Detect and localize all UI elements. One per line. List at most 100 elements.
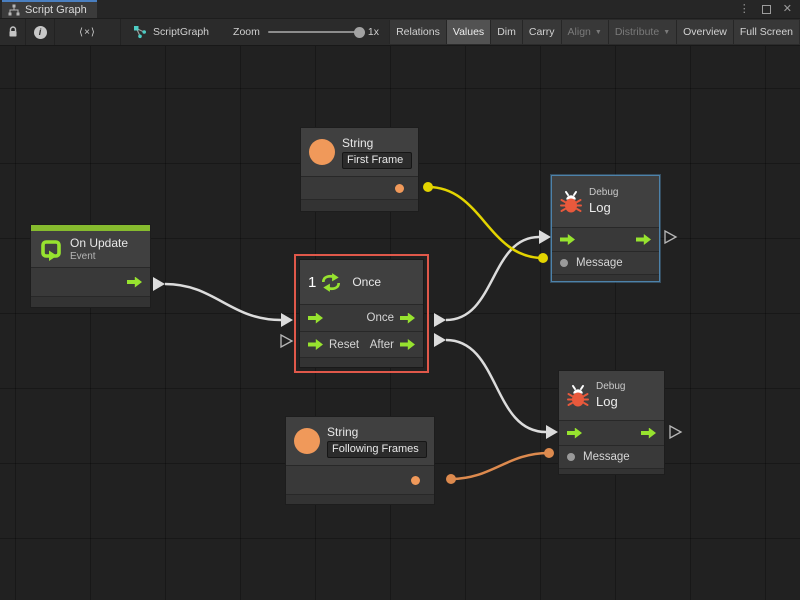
- once-output-port[interactable]: [400, 312, 415, 324]
- value-endpoint-dot[interactable]: [544, 448, 554, 458]
- node-header: On Update Event: [31, 231, 150, 268]
- flow-input-port[interactable]: [560, 234, 575, 245]
- node-header: Debug Log: [552, 176, 659, 228]
- hierarchy-icon: [8, 4, 20, 16]
- wire-onupdate-to-once[interactable]: [164, 282, 282, 322]
- close-icon[interactable]: ✕: [782, 2, 792, 15]
- code-preview-button[interactable]: ⟨×⟩: [55, 19, 121, 45]
- port-label: After: [369, 338, 394, 351]
- node-category: Debug: [596, 381, 626, 393]
- zoom-label: Zoom: [233, 26, 260, 38]
- window-menu-icon[interactable]: ⋮: [738, 2, 750, 15]
- flow-output-port[interactable]: [636, 234, 651, 245]
- window-controls: ⋮ ✕: [739, 0, 800, 18]
- reset-port-triangle[interactable]: [280, 333, 294, 349]
- selection-outline: 1 Once Once Rese: [294, 254, 429, 373]
- node-title: Log: [596, 393, 618, 409]
- node-debug-log-top[interactable]: Debug Log Message: [551, 175, 660, 282]
- wire-stringfollowing-to-message[interactable]: [450, 451, 550, 481]
- node-subtitle: Event: [70, 251, 96, 262]
- tab-script-graph[interactable]: Script Graph: [2, 0, 97, 18]
- port-label: Message: [576, 257, 623, 269]
- flow-input-port[interactable]: [308, 312, 323, 324]
- value-output-port[interactable]: [411, 475, 420, 485]
- message-input-port[interactable]: [567, 453, 575, 461]
- port-row: [559, 421, 664, 446]
- graph-breadcrumb[interactable]: ScriptGraph: [121, 19, 219, 45]
- port-row: [31, 268, 150, 297]
- port-label: Once: [366, 312, 395, 324]
- value-endpoint-dot[interactable]: [446, 474, 456, 484]
- info-button[interactable]: i: [26, 19, 55, 45]
- port-row: [552, 228, 659, 252]
- after-output-port[interactable]: [400, 339, 415, 350]
- toolbar-button-group: Relations Values Dim Carry Align ▼ Distr…: [389, 19, 800, 45]
- tab-title: Script Graph: [25, 4, 87, 16]
- value-output-port[interactable]: [395, 183, 404, 193]
- string-value-input[interactable]: [327, 440, 427, 458]
- toolbar-spacer: [379, 19, 389, 45]
- flow-source-triangle[interactable]: [434, 333, 446, 347]
- graph-canvas[interactable]: On Update Event String: [0, 46, 800, 600]
- node-title: On Update: [70, 236, 129, 250]
- wire-stringfirst-to-message[interactable]: [427, 185, 544, 260]
- flow-source-triangle[interactable]: [153, 277, 165, 291]
- node-title: String: [327, 424, 359, 439]
- node-footer: [559, 469, 664, 474]
- loop-event-icon: [41, 240, 61, 261]
- wire-once-to-debugtop[interactable]: [445, 235, 540, 322]
- maximize-icon[interactable]: [761, 4, 771, 14]
- node-string-first[interactable]: String: [300, 127, 419, 212]
- node-on-update[interactable]: On Update Event: [30, 224, 151, 308]
- node-footer: [31, 297, 150, 307]
- node-footer: [286, 495, 434, 504]
- node-footer: [552, 275, 659, 281]
- debugtop-exit-triangle[interactable]: [664, 229, 678, 245]
- lock-button[interactable]: [0, 19, 26, 45]
- fullscreen-button[interactable]: Full Screen: [732, 20, 799, 44]
- node-footer: [301, 200, 418, 211]
- node-header: String: [286, 417, 434, 466]
- port-row: Message: [552, 252, 659, 275]
- node-footer: [300, 358, 423, 367]
- node-string-following[interactable]: String: [285, 416, 435, 505]
- flow-output-port[interactable]: [127, 276, 142, 288]
- debugbottom-exit-triangle[interactable]: [669, 424, 683, 440]
- distribute-button[interactable]: Distribute ▼: [607, 20, 677, 44]
- carry-button[interactable]: Carry: [521, 20, 561, 44]
- port-row: [301, 177, 418, 200]
- node-once[interactable]: 1 Once Once Rese: [299, 259, 424, 368]
- chevron-down-icon: ▼: [594, 28, 602, 36]
- string-value-input[interactable]: [342, 151, 412, 169]
- flow-input-port[interactable]: [567, 427, 582, 439]
- reset-input-port[interactable]: [308, 339, 323, 350]
- node-title: Once: [352, 275, 382, 289]
- breadcrumb-label: ScriptGraph: [153, 26, 210, 38]
- flow-arrowhead[interactable]: [281, 313, 293, 327]
- zoom-slider-handle[interactable]: [353, 26, 365, 38]
- once-count-badge: 1: [308, 273, 317, 291]
- flow-arrowhead[interactable]: [539, 230, 551, 244]
- lock-icon: [9, 26, 16, 37]
- flow-source-triangle[interactable]: [434, 313, 446, 327]
- graph-toolbar: i ⟨×⟩ ScriptGraph Zoom 1x Relations Valu…: [0, 18, 800, 46]
- zoom-slider[interactable]: [267, 26, 365, 38]
- align-button[interactable]: Align ▼: [560, 20, 608, 44]
- flow-arrowhead[interactable]: [546, 425, 558, 439]
- node-debug-log-bottom[interactable]: Debug Log Message: [558, 370, 665, 475]
- values-button[interactable]: Values: [445, 20, 491, 44]
- tab-bar: Script Graph ⋮ ✕: [0, 0, 800, 18]
- dim-button[interactable]: Dim: [490, 20, 522, 44]
- zoom-control: Zoom 1x: [219, 19, 379, 45]
- message-input-port[interactable]: [560, 259, 568, 267]
- value-endpoint-dot[interactable]: [423, 182, 433, 192]
- overview-button[interactable]: Overview: [676, 20, 733, 44]
- graph-icon: [134, 26, 146, 39]
- wire-once-to-debugbottom[interactable]: [445, 338, 547, 434]
- flow-output-port[interactable]: [641, 427, 656, 439]
- tab-spacer: [97, 0, 739, 18]
- relations-button[interactable]: Relations: [389, 20, 446, 44]
- value-endpoint-dot[interactable]: [538, 253, 548, 263]
- string-literal-icon: [294, 428, 320, 454]
- port-row: Message: [559, 446, 664, 469]
